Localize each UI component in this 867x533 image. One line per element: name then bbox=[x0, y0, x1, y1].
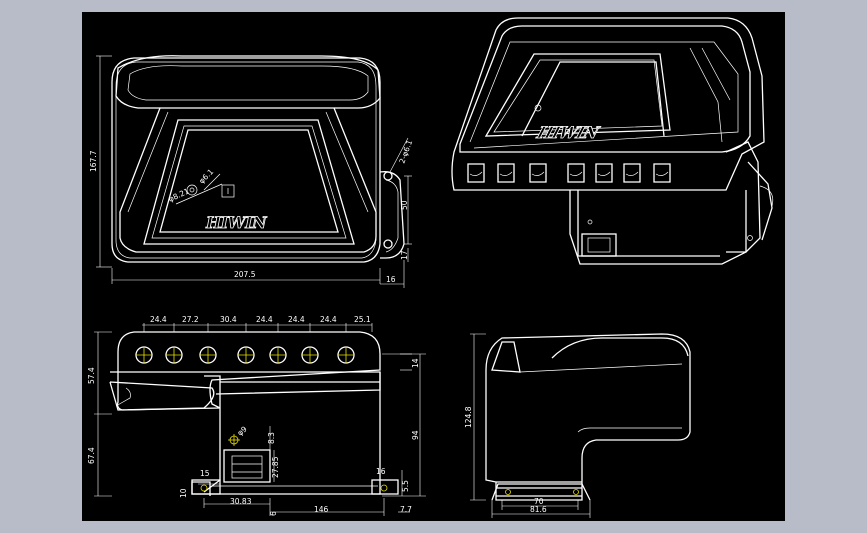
dim-front-10: 10 bbox=[179, 488, 188, 498]
dim-side-816: 81.6 bbox=[530, 505, 547, 514]
front-holes bbox=[135, 346, 355, 364]
dim-top-50: 50 bbox=[400, 200, 409, 210]
dim-spacing-5: 24.4 bbox=[288, 315, 305, 324]
dim-front-77: 7.7 bbox=[400, 505, 412, 514]
dim-spacing-3: 30.4 bbox=[220, 315, 237, 324]
iso-slots bbox=[467, 163, 671, 183]
dim-top-hole: 2-φ6.1 bbox=[397, 139, 414, 165]
dim-front-phi: φ9 bbox=[236, 424, 249, 437]
top-view bbox=[96, 55, 412, 288]
dim-front-16b: 16 bbox=[376, 467, 386, 476]
side-view bbox=[470, 333, 691, 518]
dim-top-r61: φ6.1 bbox=[197, 167, 215, 185]
dim-front-2785: 27.85 bbox=[271, 456, 280, 478]
dim-front-94: 94 bbox=[411, 430, 420, 440]
front-view bbox=[94, 323, 426, 516]
dim-spacing-7: 25.1 bbox=[354, 315, 371, 324]
dim-front-674: 67.4 bbox=[87, 447, 96, 464]
dim-side-70: 70 bbox=[534, 497, 544, 506]
cad-drawing-sheet: HIWIN 167.7 207.5 16 50 17 2-φ6.1 φ8.21 … bbox=[82, 12, 785, 521]
dim-spacing-1: 24.4 bbox=[150, 315, 167, 324]
dim-front-55: 5.5 bbox=[401, 480, 410, 492]
dim-front-14: 14 bbox=[411, 358, 420, 368]
dim-spacing-4: 24.4 bbox=[256, 315, 273, 324]
logo-text-iso: HIWIN bbox=[534, 123, 603, 142]
dim-side-1248: 124.8 bbox=[464, 406, 473, 428]
dim-top-width: 207.5 bbox=[234, 270, 256, 279]
dim-spacing-6: 24.4 bbox=[320, 315, 337, 324]
dim-front-6: 6 bbox=[269, 511, 278, 516]
dim-front-3083: 30.83 bbox=[230, 497, 252, 506]
dim-front-83: 8.3 bbox=[267, 432, 276, 444]
logo-text-top: HIWIN bbox=[205, 213, 268, 232]
dim-top-17: 17 bbox=[400, 250, 409, 260]
dim-top-16: 16 bbox=[386, 275, 396, 284]
dim-front-574: 57.4 bbox=[87, 367, 96, 384]
dim-front-15: 15 bbox=[200, 469, 210, 478]
dim-top-r21: φ8.21 bbox=[167, 186, 191, 203]
front-spacing-labels: 24.4 27.2 30.4 24.4 24.4 24.4 25.1 bbox=[150, 315, 371, 324]
dim-spacing-2: 27.2 bbox=[182, 315, 199, 324]
iso-view bbox=[451, 17, 774, 265]
cad-drawing: HIWIN 167.7 207.5 16 50 17 2-φ6.1 φ8.21 … bbox=[87, 17, 774, 518]
dim-top-height: 167.7 bbox=[89, 150, 98, 172]
dim-front-146: 146 bbox=[314, 505, 329, 514]
